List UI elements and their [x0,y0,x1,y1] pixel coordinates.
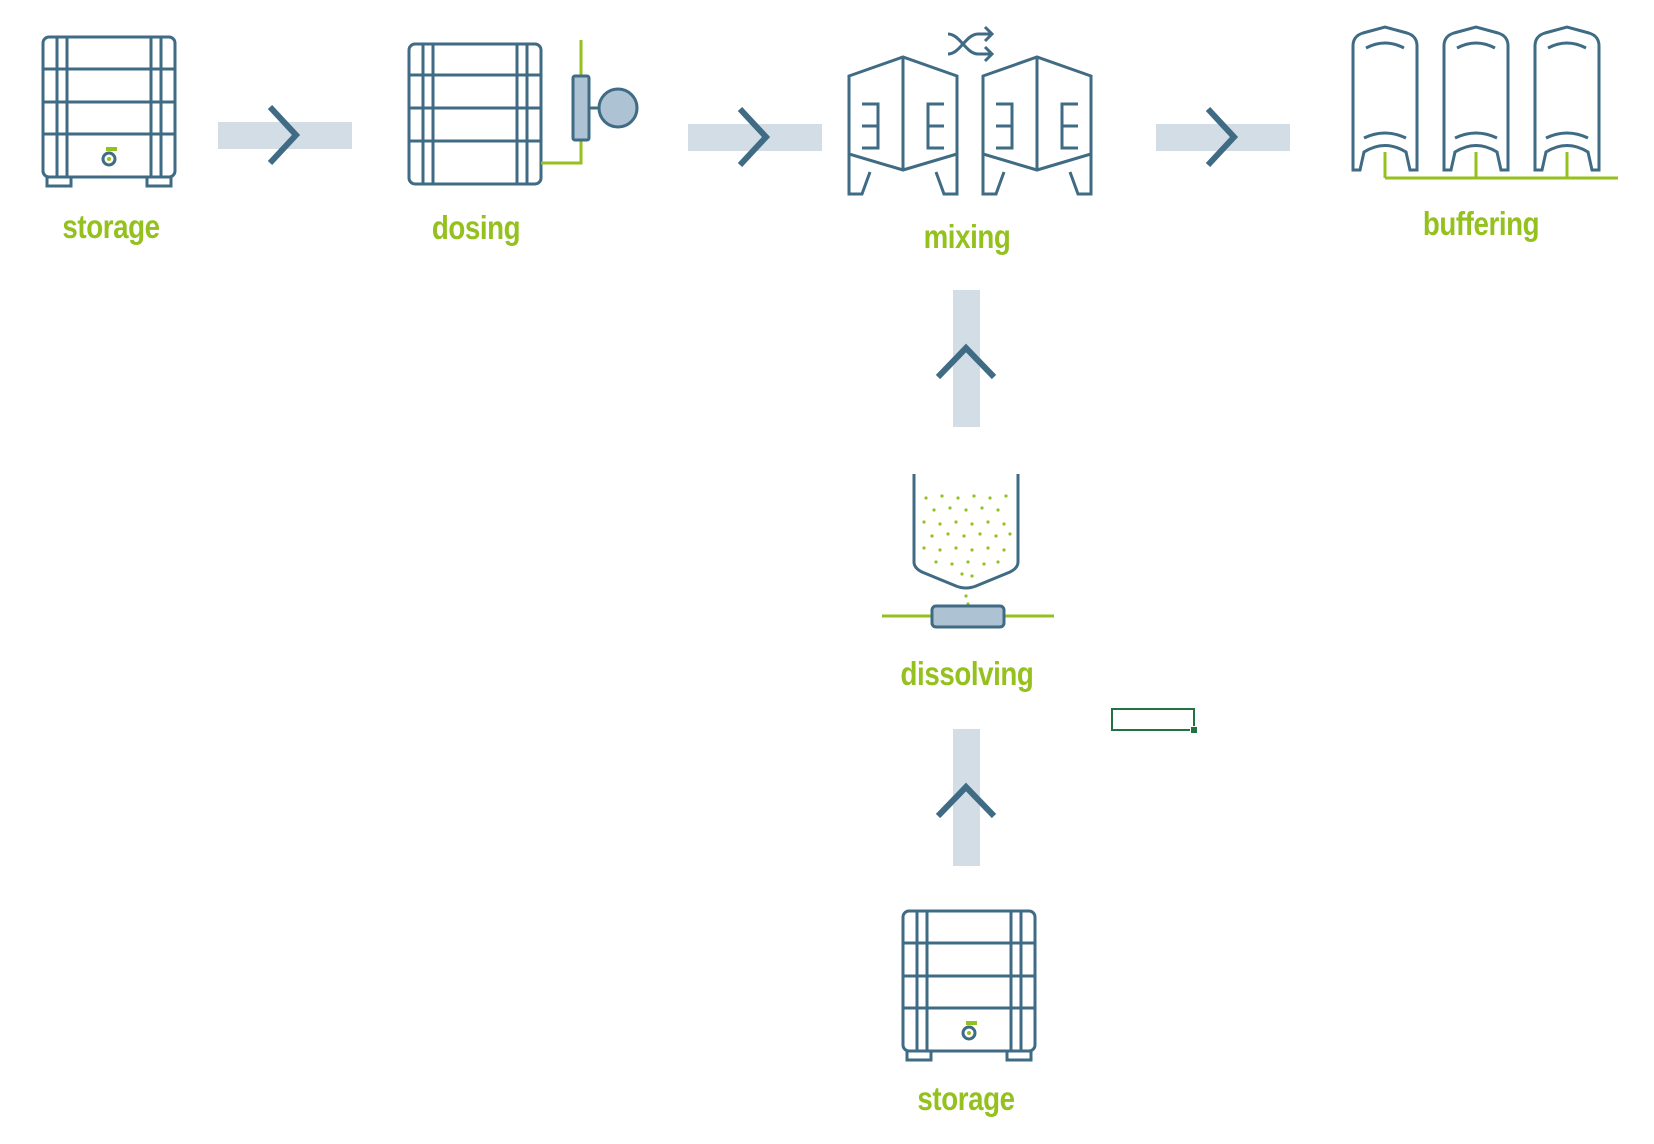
flow-arrow-storage-to-dosing [218,104,352,166]
storage-top-label: storage [62,208,160,245]
buffering-label: buffering [1422,205,1540,242]
storage-top-icon [41,35,177,188]
storage-bottom-label: storage [917,1080,1015,1117]
dissolving-icon [882,474,1054,629]
selected-cell[interactable] [1111,708,1198,734]
dosing-icon [407,40,639,186]
mixing-label: mixing [923,218,1011,255]
flow-arrow-dosing-to-mixing [688,106,822,168]
buffering-icon [1351,25,1618,180]
flow-arrow-storage-to-dissolving [935,729,997,866]
mixing-icon [847,25,1093,196]
fill-handle[interactable] [1190,726,1198,734]
flow-arrow-mixing-to-buffering [1156,106,1290,168]
dosing-label: dosing [431,209,521,246]
storage-bottom-icon [901,909,1037,1062]
flow-arrow-dissolving-to-mixing [935,290,997,427]
dissolving-label: dissolving [900,655,1034,692]
